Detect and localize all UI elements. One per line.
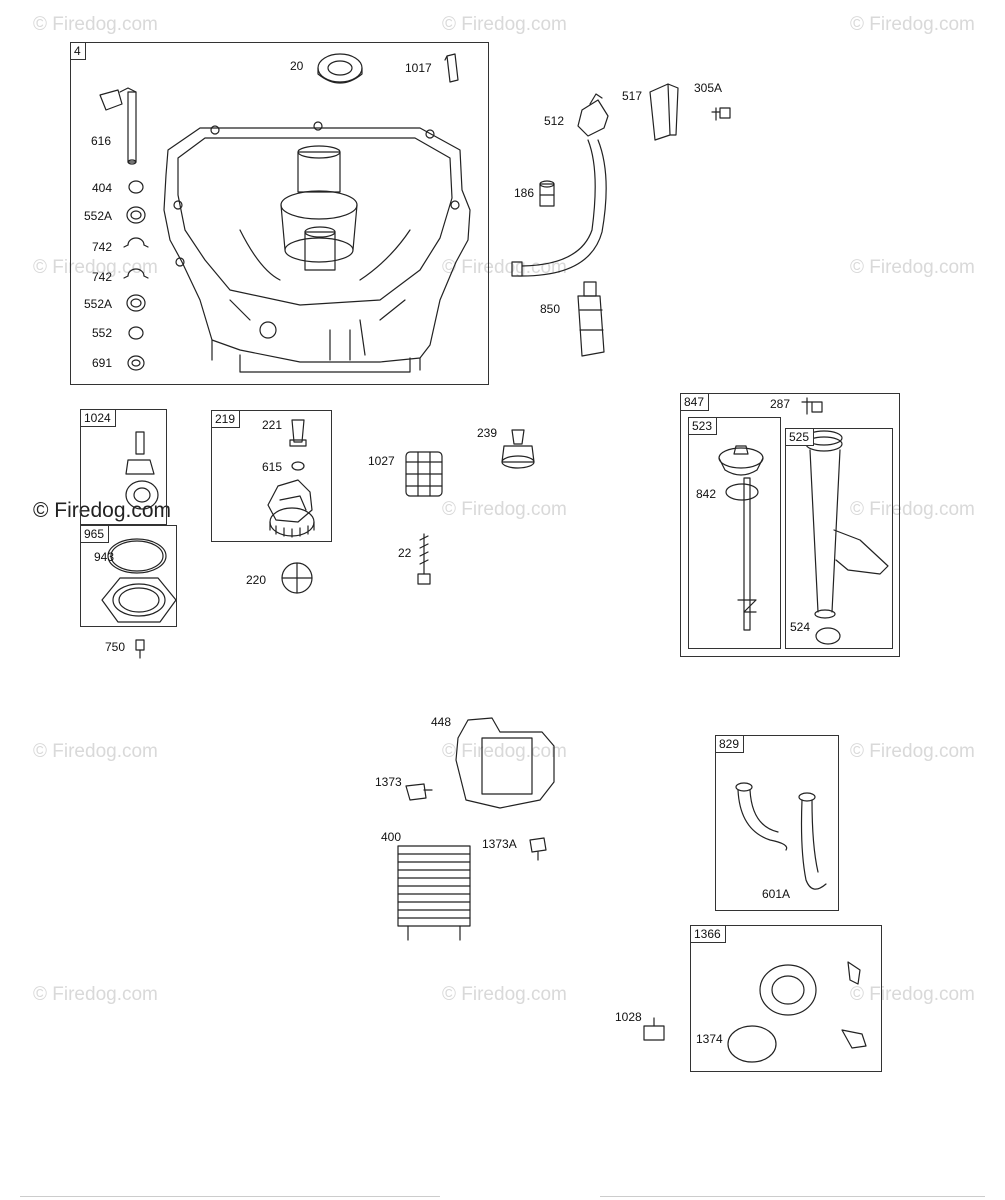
callout-616: 616 [91,134,112,148]
callout-1028: 1028 [615,1010,642,1024]
watermark: © Firedog.com [33,984,158,1005]
footer-rule [600,1196,985,1197]
callout-239: 239 [477,426,498,440]
group-box-525: 525 [785,428,893,649]
callout-1027: 1027 [368,454,395,468]
watermark: © Firedog.com [442,499,567,520]
group-number: 4 [71,43,86,60]
footer-rule [20,1196,440,1197]
callout-524: 524 [790,620,811,634]
callout-742: 742 [92,270,113,284]
group-number: 847 [681,394,710,411]
group-number: 965 [81,526,110,543]
group-box-965: 965 [80,525,177,627]
watermark: © Firedog.com [442,14,567,35]
callout-517: 517 [622,89,643,103]
callout-601a: 601A [762,887,791,901]
callout-742: 742 [92,240,113,254]
callout-22: 22 [398,546,412,560]
group-box-219: 219 [211,410,332,542]
watermark: © Firedog.com [442,741,567,762]
watermark: © Firedog.com [442,257,567,278]
group-number: 1024 [81,410,116,427]
callout-221: 221 [262,418,283,432]
callout-404: 404 [92,181,113,195]
watermark: © Firedog.com [33,741,158,762]
group-number: 523 [689,418,718,435]
callout-287: 287 [770,397,791,411]
group-number: 829 [716,736,745,753]
callout-850: 850 [540,302,561,316]
callout-1373a: 1373A [482,837,517,851]
callout-1373: 1373 [375,775,402,789]
callout-186: 186 [514,186,535,200]
watermark: © Firedog.com [850,741,975,762]
group-box-1024: 1024 [80,409,167,525]
callout-400: 400 [381,830,402,844]
group-box-829: 829 [715,735,839,911]
callout-305a: 305A [694,81,723,95]
watermark-main: © Firedog.com [33,499,172,522]
crankcase-sump-drawing [163,121,471,373]
callout-448: 448 [431,715,452,729]
callout-1374: 1374 [696,1032,723,1046]
group-box-1366: 1366 [690,925,882,1072]
watermark: © Firedog.com [33,14,158,35]
callout-552a: 552A [84,297,113,311]
callout-750: 750 [105,640,126,654]
group-number: 1366 [691,926,726,943]
callout-615: 615 [262,460,283,474]
callout-20: 20 [290,59,304,73]
callout-1017: 1017 [405,61,432,75]
watermark: © Firedog.com [442,984,567,1005]
group-number: 525 [786,429,815,446]
watermark: © Firedog.com [850,499,975,520]
group-number: 219 [212,411,241,428]
watermark: © Firedog.com [850,257,975,278]
callout-842: 842 [696,487,717,501]
callout-943: 943 [94,550,115,564]
callout-552: 552 [92,326,113,340]
group-box-4: 4 [70,42,489,385]
group-box-847: 847 [680,393,900,657]
callout-512: 512 [544,114,565,128]
callout-691: 691 [92,356,113,370]
group-box-523: 523 [688,417,781,649]
watermark: © Firedog.com [33,257,158,278]
callout-220: 220 [246,573,267,587]
callout-552a: 552A [84,209,113,223]
watermark: © Firedog.com [850,14,975,35]
